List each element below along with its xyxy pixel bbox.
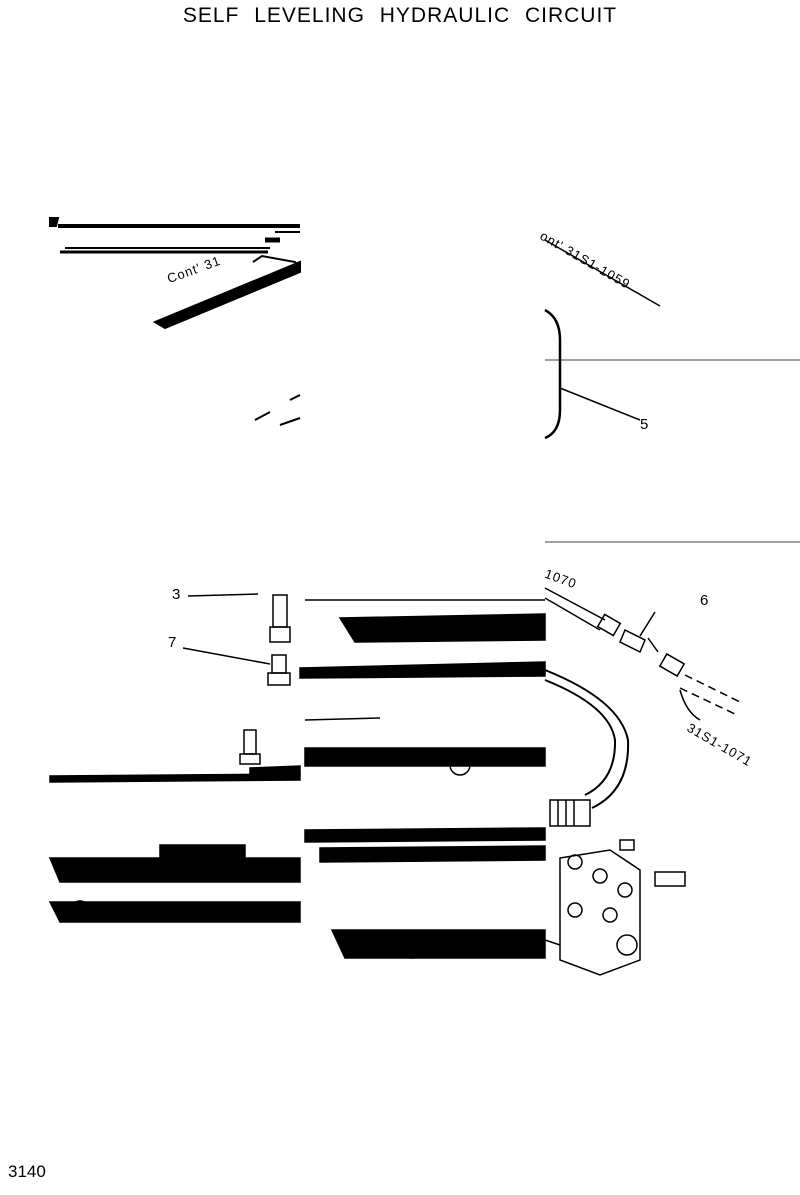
- cylinder-assembly: [49, 593, 546, 783]
- control-valve-block: [544, 839, 686, 976]
- callout-6: 6: [700, 592, 709, 609]
- lower-cylinder-bodies: [48, 827, 546, 959]
- callout-5: 5: [640, 416, 649, 433]
- right-hose-fittings: [544, 587, 741, 827]
- right-upper-hose: [544, 239, 800, 543]
- diagram-title: SELF LEVELING HYDRAULIC CIRCUIT: [182, 4, 618, 27]
- left-upper-boom: [49, 217, 301, 426]
- page-number: 3140: [8, 1162, 46, 1181]
- callout-7: 7: [168, 634, 177, 651]
- callout-3: 3: [172, 586, 181, 603]
